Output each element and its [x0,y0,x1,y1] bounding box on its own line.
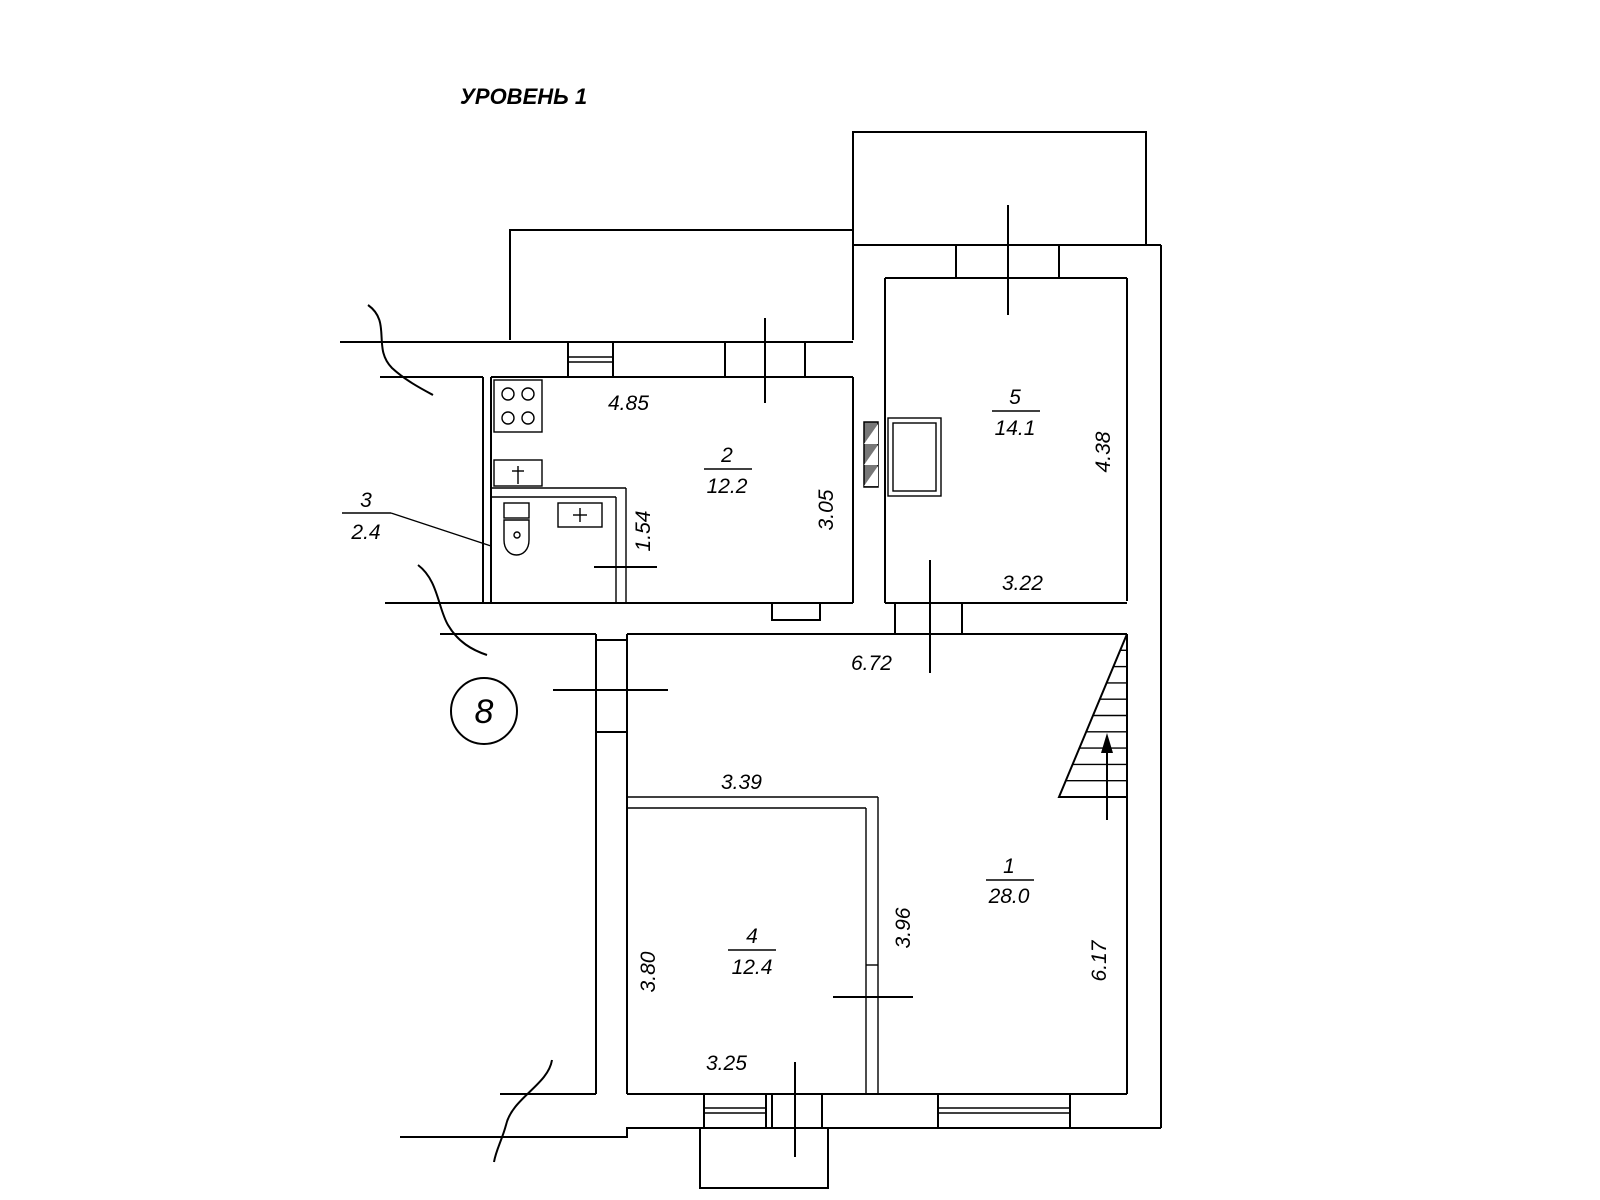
dimension-label: 6.17 [1088,939,1111,981]
building-number: 8 [475,693,494,731]
fireplace [863,417,942,497]
axis-marks [553,205,1108,1157]
room-4-label: 4 12.4 [728,925,776,979]
window [894,602,963,635]
room-3-label: 3 2.4 [342,489,492,547]
dimension-label: 4.38 [1092,431,1115,472]
room-area: 12.2 [707,475,748,498]
window [771,1093,823,1129]
room-number: 2 [720,444,733,467]
plan-title: УРОВЕНЬ 1 [460,84,587,109]
dimension-label: 3.22 [1002,572,1043,595]
kitchen-stove [493,379,543,433]
room-1-label: 1 28.0 [986,855,1034,908]
room-number: 1 [1003,855,1015,878]
room-area: 28.0 [988,885,1030,908]
dimension-label: 3.39 [721,771,762,794]
dimension-label: 4.85 [608,392,649,415]
dimension-label: 3.80 [637,951,660,992]
room-area: 12.4 [732,956,773,979]
dimension-label: 1.54 [632,511,655,552]
room-5-label: 5 14.1 [992,386,1040,440]
dimension-label: 3.05 [815,489,838,530]
room-area: 2.4 [350,521,380,544]
room-number: 4 [746,925,758,948]
exterior-structures [509,131,1147,1189]
window [595,639,628,733]
dimension-label: 6.72 [851,652,892,675]
window [703,1093,767,1129]
window [937,1093,1071,1129]
exterior-walls [340,244,1162,1138]
room-area: 14.1 [995,417,1036,440]
kitchen-sink [493,459,543,487]
break-lines [367,304,553,1163]
room-2-label: 2 12.2 [704,444,752,498]
dimensions: 4.85 3.05 1.54 4.38 3.22 6.72 3.39 3.96 … [608,392,1115,1075]
staircase [1057,633,1128,800]
dimension-label: 3.25 [706,1052,747,1075]
dimension-label: 3.96 [892,907,915,948]
room-number: 5 [1009,386,1021,409]
interior-walls [491,278,1127,1094]
room-number: 3 [360,489,372,512]
window [567,341,614,378]
building-number-marker: 8 [450,677,518,745]
toilet [503,502,530,556]
bathroom-sink [557,502,603,528]
